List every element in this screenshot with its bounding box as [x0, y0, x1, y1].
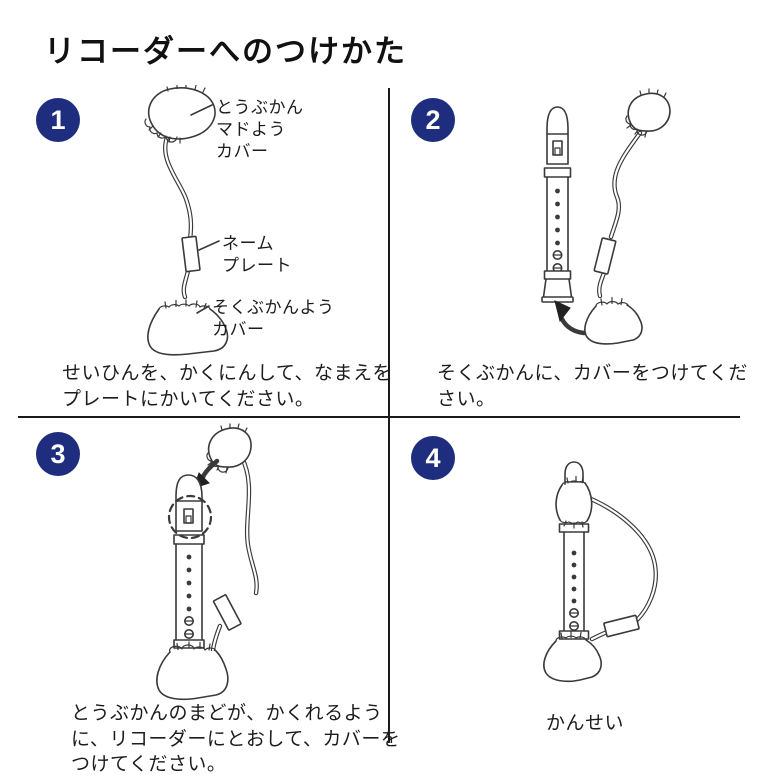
step-4-caption: かんせい: [545, 713, 624, 734]
name-plate-drawing: [181, 235, 201, 273]
step3-illustration: [156, 423, 259, 701]
strap-cord: [588, 496, 658, 642]
head-cover-drawing: [555, 475, 593, 529]
foot-cover-drawing: [156, 641, 229, 701]
foot-cover-label: そくぶかんよう カバー: [212, 298, 335, 339]
step-4-badge: 4: [411, 436, 455, 480]
step4-illustration: [543, 461, 658, 683]
vertical-divider: [388, 88, 390, 743]
head-cover-drawing: [144, 85, 216, 144]
strap-cord: [163, 130, 194, 300]
attach-arrow-icon: [554, 300, 587, 336]
step2-illustration: [541, 88, 671, 345]
recorder-drawing: [173, 474, 205, 649]
step-2-badge: 2: [411, 98, 455, 142]
horizontal-divider: [18, 416, 740, 418]
step-1-badge: 1: [36, 98, 80, 142]
name-plate-drawing: [593, 237, 617, 275]
strap-cord: [597, 130, 643, 299]
name-plate-drawing: [603, 614, 640, 638]
step-3-caption: とうぶかんのまどが、かくれるよう に、リコーダーにとおして、カバーを つけてくだ…: [71, 703, 401, 775]
step-1-caption: せいひんを、かくにんして、なまえを プレートにかいてください。: [62, 363, 392, 410]
focus-dashed-circle: [167, 494, 213, 540]
name-plate-label: ネーム プレート: [222, 234, 292, 275]
foot-cover-drawing: [147, 299, 229, 356]
recorder-drawing: [541, 106, 574, 303]
head-cover-drawing: [206, 423, 252, 474]
head-cover-drawing: [625, 88, 671, 138]
head-cover-label: とうぶかん マドよう カバー: [216, 98, 304, 161]
foot-cover-drawing: [543, 630, 602, 683]
step-3-badge: 3: [36, 432, 80, 476]
foot-cover-drawing: [584, 296, 643, 345]
page-title: リコーダーへのつけかた: [44, 34, 407, 69]
step1-illustration: [144, 85, 229, 356]
name-plate-drawing: [212, 594, 242, 631]
step-2-caption: そくぶかんに、カバーをつけてくだ さい。: [437, 363, 748, 410]
label-leader-lines: [190, 104, 220, 314]
